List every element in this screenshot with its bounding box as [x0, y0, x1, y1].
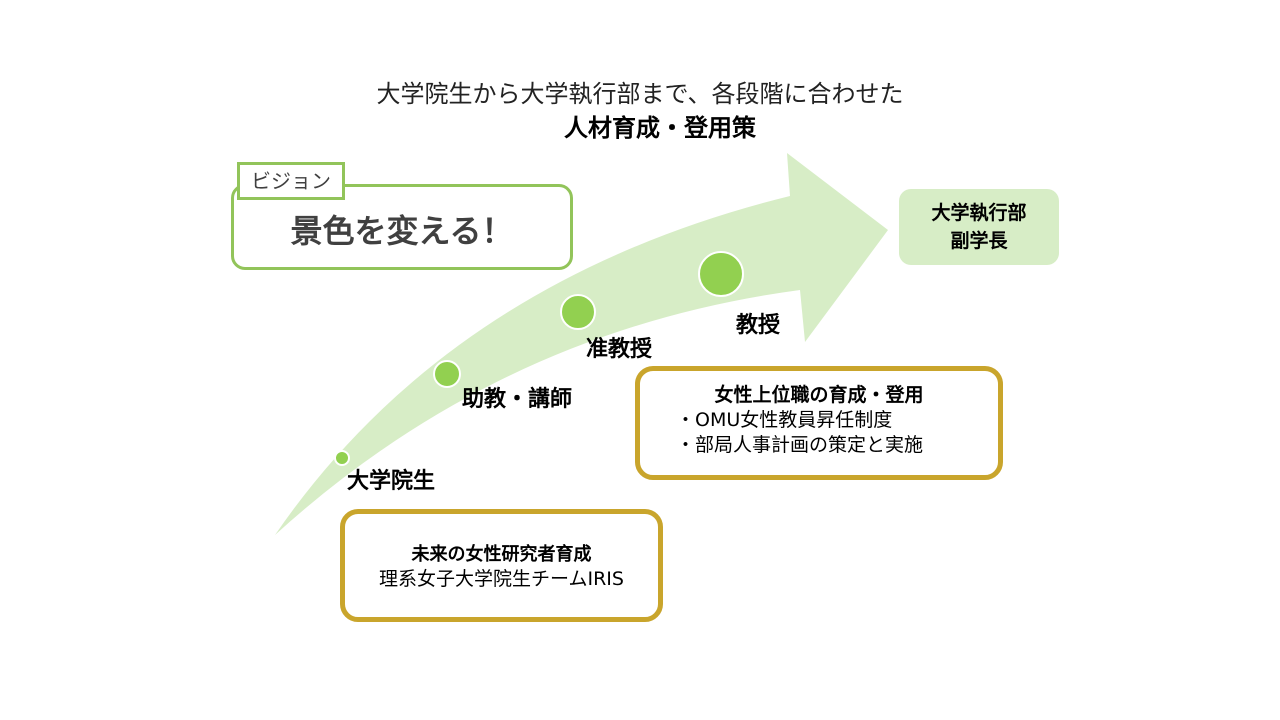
executive-line1: 大学執行部	[931, 202, 1027, 224]
executive-line2: 副学長	[950, 230, 1008, 252]
senior-item: ・OMU女性教員昇任制度	[676, 409, 893, 431]
stage-dot-graduate	[334, 450, 350, 466]
stage-dot-associate	[560, 294, 596, 330]
future-heading: 未来の女性研究者育成	[411, 544, 592, 565]
senior-heading: 女性上位職の育成・登用	[714, 384, 924, 406]
stage-dot-assistant	[433, 360, 461, 388]
title-line1: 大学院生から大学執行部まで、各段階に合わせた	[376, 80, 904, 108]
stage-associate: 准教授	[586, 337, 653, 362]
executive-box: 大学執行部 副学長	[899, 189, 1059, 265]
senior-item: ・部局人事計画の策定と実施	[676, 434, 924, 456]
arrow-shape	[275, 153, 888, 535]
vision-tag: ビジョン	[237, 162, 345, 200]
stage-dot-professor	[698, 251, 744, 297]
stage-professor: 教授	[736, 313, 781, 338]
future-text: 理系女子大学院生チームIRIS	[379, 568, 624, 590]
stage-graduate: 大学院生	[347, 469, 436, 494]
stage-assistant: 助教・講師	[462, 387, 573, 412]
title-line2: 人材育成・登用策	[564, 114, 756, 142]
senior-position-box: 女性上位職の育成・登用 ・OMU女性教員昇任制度 ・部局人事計画の策定と実施	[635, 366, 1003, 480]
future-researcher-box: 未来の女性研究者育成 理系女子大学院生チームIRIS	[340, 509, 663, 622]
vision-text: 景色を変える！	[290, 212, 514, 250]
